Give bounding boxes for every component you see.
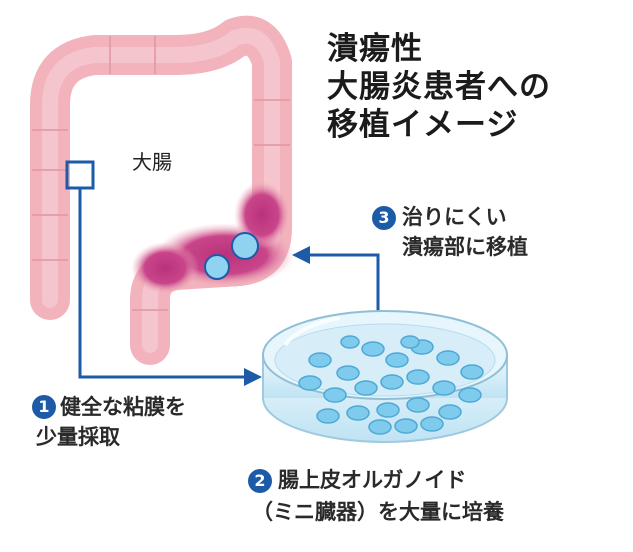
step-text-line: 少量採取 <box>36 425 120 449</box>
organoids-in-dish <box>298 335 484 435</box>
step-text-line: 健全な粘膜を <box>60 395 186 419</box>
step-3: 3 治りにくい 潰瘍部に移植 <box>372 200 592 264</box>
title-line: 大腸炎患者への <box>327 69 551 105</box>
sample-to-dish-arrow <box>78 188 250 379</box>
transplanted-organoid <box>204 254 230 280</box>
large-intestine-label: 大腸 <box>132 150 172 174</box>
step-text-line: 治りにくい <box>402 205 507 229</box>
transplanted-organoid <box>231 232 259 260</box>
step-2: 2 腸上皮オルガノイド （ミニ臓器）を大量に培養 <box>248 466 618 530</box>
sample-site-marker <box>65 160 95 190</box>
step-number-badge: 2 <box>248 469 272 493</box>
diagram-title: 潰瘍性 大腸炎患者への 移植イメージ <box>327 30 551 144</box>
large-intestine <box>30 15 295 365</box>
step-text-line: 腸上皮オルガノイド <box>278 468 467 492</box>
title-line: 潰瘍性 <box>327 31 423 67</box>
step-text-line: 潰瘍部に移植 <box>402 235 528 259</box>
step-text-line: （ミニ臓器）を大量に培養 <box>252 500 504 524</box>
step-1: 1 健全な粘膜を 少量採取 <box>32 393 262 453</box>
step-number-badge: 3 <box>372 206 396 230</box>
step-number-badge: 1 <box>32 395 56 419</box>
title-line: 移植イメージ <box>327 107 519 143</box>
